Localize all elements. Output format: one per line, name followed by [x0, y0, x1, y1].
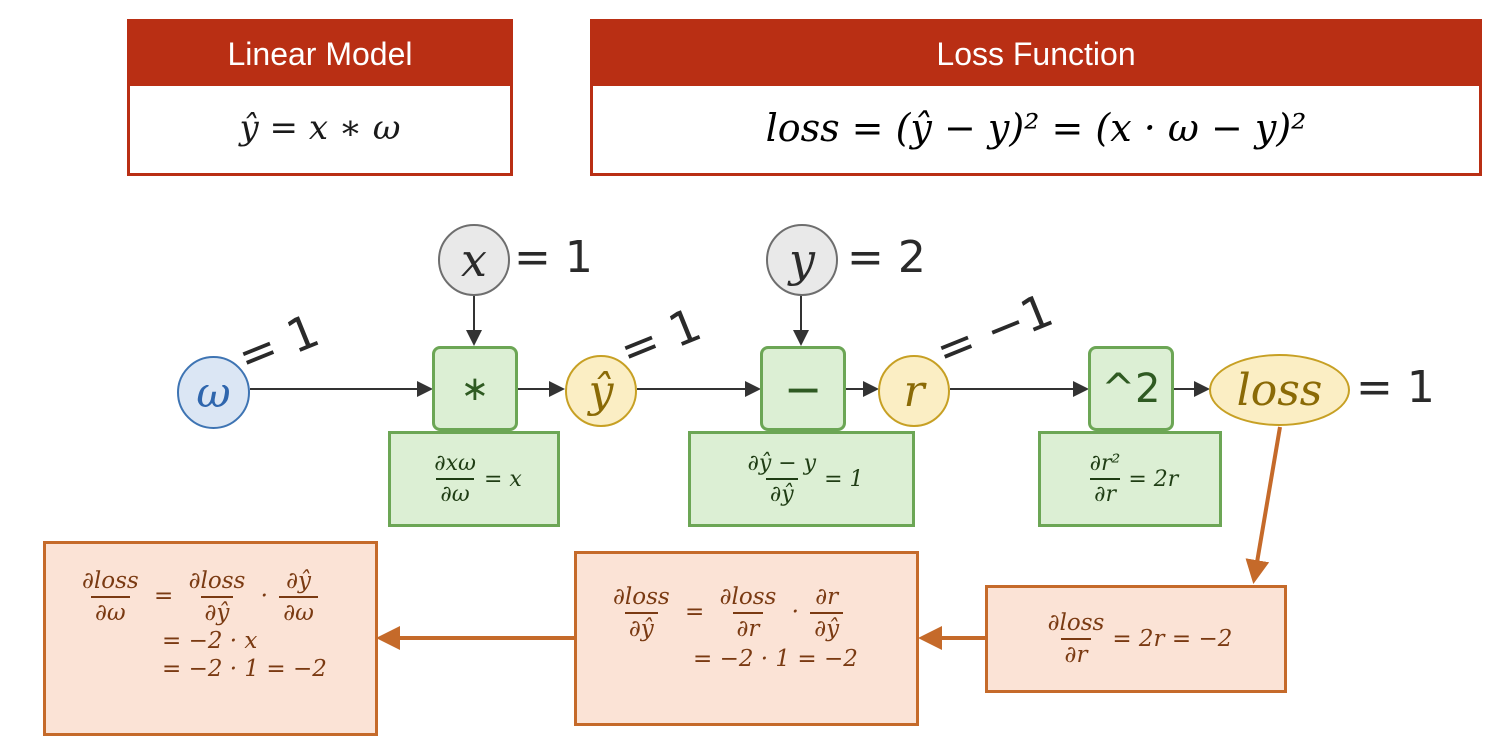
- loss-function-box: Loss Function loss = (ŷ − y)² = (x · ω −…: [590, 19, 1482, 176]
- backprop-dloss-dyhat: ∂loss∂ŷ = ∂loss∂r · ∂r∂ŷ = −2 · 1 = −2: [574, 551, 919, 726]
- backprop-dloss-dr: ∂loss∂r = 2r = −2: [985, 585, 1287, 693]
- op-multiply: ∗: [432, 346, 518, 431]
- local-grad-subtract: ∂ŷ − y∂ŷ = 1: [688, 431, 915, 527]
- node-omega: ω: [177, 356, 250, 429]
- local-grad-square: ∂r²∂r = 2r: [1038, 431, 1222, 527]
- node-loss: loss: [1209, 354, 1350, 426]
- back-edge-loss-dr: [1245, 426, 1282, 584]
- node-x: x: [438, 224, 510, 296]
- backprop-dloss-domega: ∂loss∂ω = ∂loss∂ŷ · ∂ŷ∂ω = −2 · x = −2 ·…: [43, 541, 378, 736]
- local-grad-multiply: ∂xω∂ω = x: [388, 431, 560, 527]
- op-subtract: −: [760, 346, 846, 431]
- x-value: = 1: [514, 232, 593, 283]
- linear-model-box: Linear Model ŷ = x ∗ ω: [127, 19, 513, 176]
- loss-function-title: Loss Function: [593, 22, 1479, 86]
- op-square: ^2: [1088, 346, 1174, 431]
- linear-model-title: Linear Model: [130, 22, 510, 86]
- loss-value: = 1: [1356, 362, 1435, 413]
- node-r: r: [878, 355, 950, 427]
- y-value: = 2: [847, 232, 926, 283]
- loss-function-formula: loss = (ŷ − y)² = (x · ω − y)²: [765, 106, 1307, 150]
- node-yhat: ŷ: [565, 355, 637, 427]
- linear-model-formula: ŷ = x ∗ ω: [239, 108, 401, 148]
- node-y: y: [766, 224, 838, 296]
